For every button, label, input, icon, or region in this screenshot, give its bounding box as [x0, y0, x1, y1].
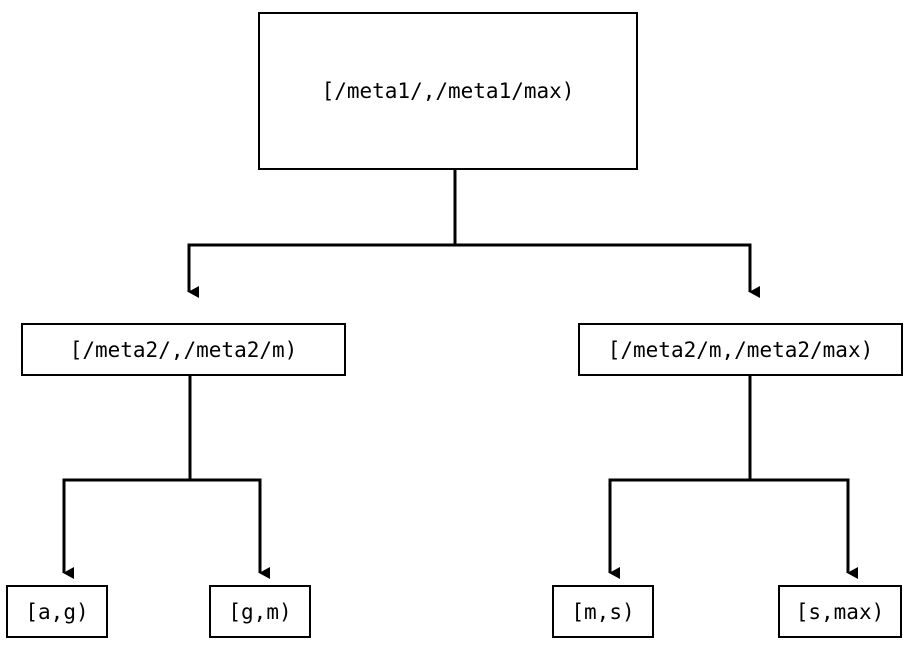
- node-mid-right[interactable]: [/meta2/m,/meta2/max): [578, 323, 903, 376]
- node-mid-left-label: [/meta2/,/meta2/m): [69, 337, 298, 362]
- node-root-label: [/meta1/,/meta1/max): [321, 79, 575, 103]
- edge-mid-left-to-leaf-a-g: [62, 376, 192, 579]
- node-mid-right-label: [/meta2/m,/meta2/max): [607, 337, 874, 362]
- edge-root-to-mid-left: [187, 170, 457, 298]
- node-leaf-s-max-label: [s,max): [795, 599, 885, 624]
- node-leaf-a-g[interactable]: [a,g): [6, 585, 108, 638]
- node-leaf-g-m-label: [g,m): [228, 599, 292, 624]
- node-leaf-g-m[interactable]: [g,m): [209, 585, 311, 638]
- edge-mid-right-to-leaf-s-max: [748, 376, 858, 579]
- node-root[interactable]: [/meta1/,/meta1/max): [258, 12, 638, 170]
- node-leaf-m-s-label: [m,s): [571, 599, 635, 624]
- node-leaf-s-max[interactable]: [s,max): [778, 585, 902, 638]
- edge-mid-right-to-leaf-m-s: [608, 376, 752, 579]
- edge-root-to-mid-right: [453, 170, 760, 298]
- node-leaf-a-g-label: [a,g): [25, 599, 89, 624]
- node-mid-left[interactable]: [/meta2/,/meta2/m): [21, 323, 346, 376]
- edge-mid-left-to-leaf-g-m: [188, 376, 270, 579]
- node-leaf-m-s[interactable]: [m,s): [552, 585, 654, 638]
